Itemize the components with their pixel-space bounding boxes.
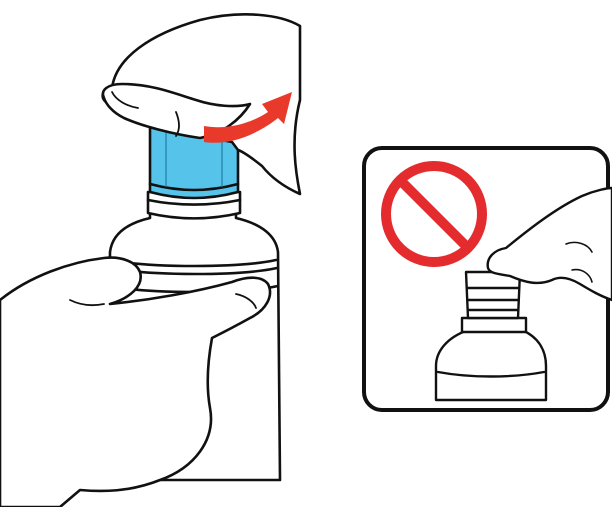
inset-bottle-collar (462, 318, 526, 332)
main-scene (0, 14, 300, 507)
inset-bottle-body (436, 330, 546, 400)
warning-inset-panel (364, 148, 612, 410)
